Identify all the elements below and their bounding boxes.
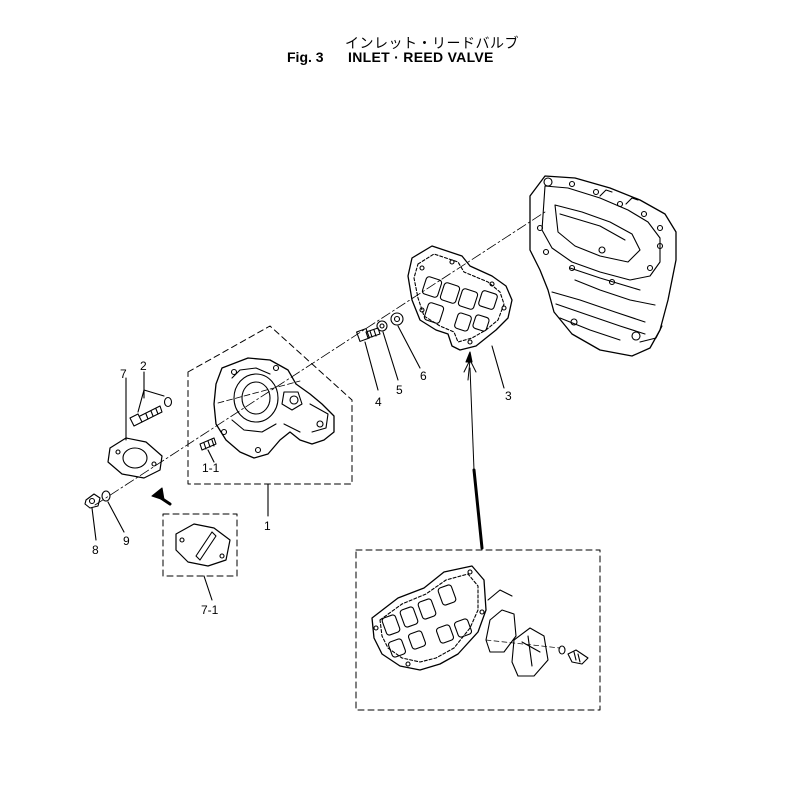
cover-plate-part-7-1	[175, 523, 231, 567]
callout-1: 1	[264, 519, 271, 533]
washer-part-2	[163, 396, 173, 408]
reed-valve-plate	[407, 245, 513, 351]
stud-part-1-1	[199, 437, 217, 451]
reed-stopper	[511, 627, 549, 677]
callout-9: 9	[123, 534, 130, 548]
callout-7: 7	[120, 367, 127, 381]
part-1-assembly-box	[187, 325, 353, 485]
bolt-part-4	[356, 327, 381, 342]
callout-8: 8	[92, 543, 99, 557]
callout-7-1: 7-1	[201, 603, 219, 617]
washer-part-6	[390, 312, 404, 326]
reed-valve-detail	[371, 565, 589, 677]
part-7-1-box	[162, 513, 238, 577]
gasket-part-7	[107, 437, 163, 479]
reed-petal	[485, 609, 517, 653]
washer-part-9	[101, 490, 111, 502]
assembly-centerline	[94, 211, 546, 506]
crankcase-block	[529, 175, 677, 357]
figure-number: Fig. 3	[287, 49, 324, 65]
callout-6: 6	[420, 369, 427, 383]
callout-1-1: 1-1	[202, 461, 220, 475]
callout-5: 5	[396, 383, 403, 397]
bolt-part-2	[129, 405, 163, 427]
callout-3: 3	[505, 389, 512, 403]
nut-part-8	[84, 493, 101, 509]
title-japanese: インレット・リードバルブ	[345, 36, 519, 52]
inlet-manifold	[213, 357, 335, 459]
reed-screw	[567, 649, 589, 665]
reed-valve-detail-box	[355, 549, 601, 711]
washer-part-5	[376, 320, 388, 332]
title-english: INLET · REED VALVE	[348, 49, 494, 65]
callout-2: 2	[140, 359, 147, 373]
callout-4: 4	[375, 395, 382, 409]
